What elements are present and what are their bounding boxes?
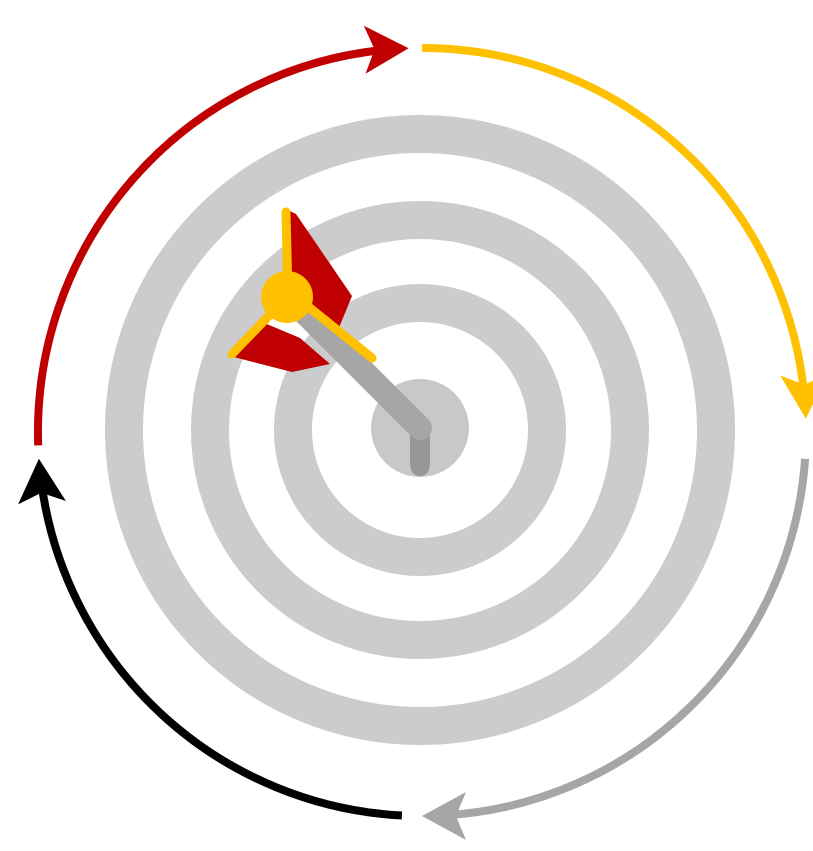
dart-hub (261, 271, 313, 323)
cycle-arrowhead-yellow-icon (780, 374, 813, 419)
